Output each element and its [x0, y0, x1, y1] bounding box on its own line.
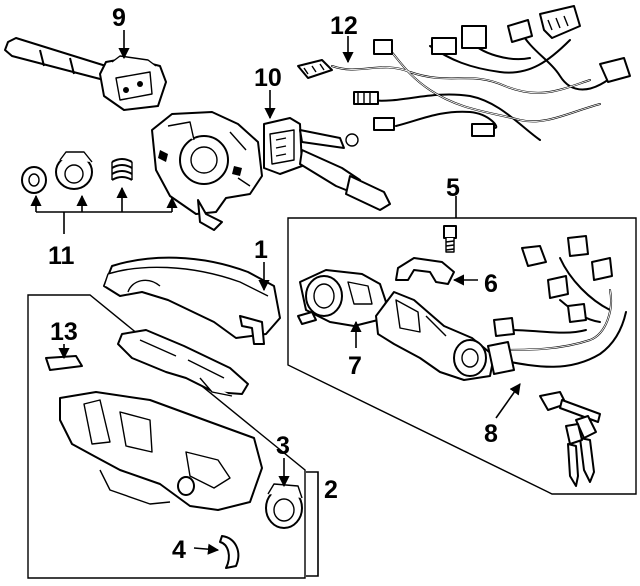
- wiper-switch: [263, 117, 391, 211]
- cancel-sleeve: [55, 151, 93, 190]
- key-cylinder-harness: [487, 235, 627, 375]
- callout-5: 5: [446, 174, 460, 202]
- callout-8: 8: [484, 420, 498, 448]
- lower-column-cover: [59, 391, 263, 511]
- lock-clamp: [395, 257, 455, 285]
- callout-3: 3: [276, 432, 290, 460]
- callout-12: 12: [330, 12, 358, 40]
- upper-column-cover: [103, 256, 281, 345]
- ignition-switch: [297, 269, 387, 327]
- steering-lock-body: [375, 291, 495, 381]
- combination-switch-body: [151, 111, 263, 231]
- callout-1: 1: [254, 236, 268, 264]
- callout-11: 11: [48, 242, 75, 270]
- callout-numbers: 9 12 10 5 11 1 6 13 7 8 3 2 4: [48, 4, 498, 564]
- retainer-clip: [219, 535, 240, 569]
- callout-9: 9: [112, 4, 126, 32]
- callout-6: 6: [484, 270, 498, 298]
- callout-10: 10: [254, 64, 282, 92]
- callout-13: 13: [50, 318, 78, 346]
- callout-7: 7: [348, 352, 362, 380]
- lock-assembly-group-box: [287, 217, 637, 495]
- callout-4: 4: [172, 536, 186, 564]
- shear-bolt: [443, 225, 457, 253]
- grommet: [265, 483, 303, 529]
- ring-washer-small: [21, 166, 47, 194]
- ignition-keys: [539, 391, 601, 487]
- leader-lines: [30, 30, 521, 577]
- wire-harness: [297, 5, 631, 141]
- lower-cover-group-box: [27, 294, 306, 579]
- coil-spring: [111, 158, 133, 181]
- callout-2: 2: [324, 476, 338, 504]
- combination-switch-stalk: [4, 37, 167, 111]
- column-bracket: [117, 329, 249, 397]
- small-pad: [45, 355, 83, 371]
